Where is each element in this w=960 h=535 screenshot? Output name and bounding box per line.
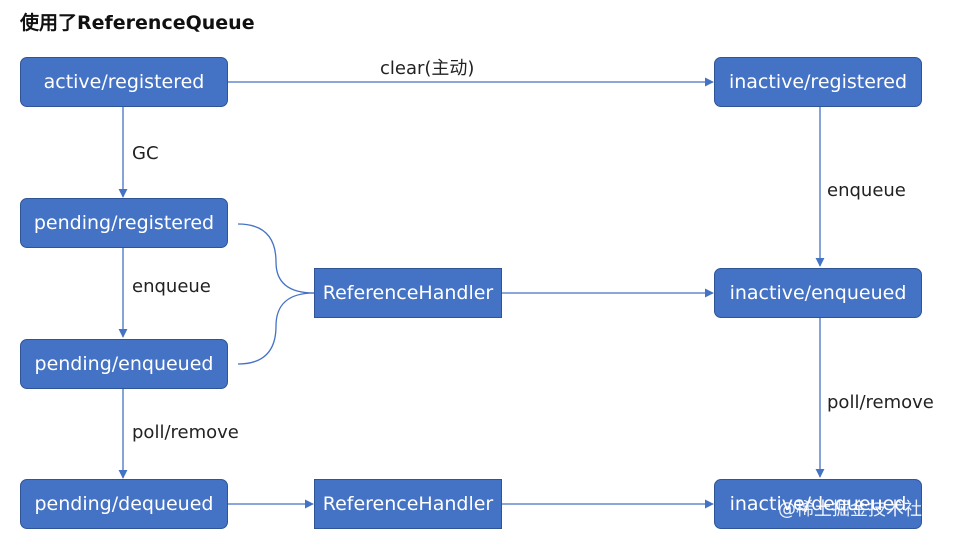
node-inactive-dequeued: inactive/dequeued	[714, 479, 922, 529]
edge-label-gc: GC	[132, 143, 159, 164]
edge-label-poll-remove-left: poll/remove	[132, 422, 239, 443]
brace-curve-upper	[237, 223, 315, 294]
edge-label-enqueue-right: enqueue	[827, 180, 906, 201]
node-reference-handler-top: ReferenceHandler	[314, 268, 502, 318]
node-pending-enqueued: pending/enqueued	[20, 339, 228, 389]
node-pending-dequeued: pending/dequeued	[20, 479, 228, 529]
node-active-registered: active/registered	[20, 57, 228, 107]
node-inactive-enqueued: inactive/enqueued	[714, 268, 922, 318]
diagram-title: 使用了ReferenceQueue	[20, 12, 255, 34]
node-pending-registered: pending/registered	[20, 198, 228, 248]
edge-label-clear: clear(主动)	[380, 58, 475, 79]
edge-label-enqueue-left: enqueue	[132, 276, 211, 297]
node-reference-handler-bottom: ReferenceHandler	[314, 479, 502, 529]
watermark: @稀土掘金技术社区	[778, 499, 940, 520]
node-inactive-registered: inactive/registered	[714, 57, 922, 107]
brace-curve-lower	[237, 292, 315, 365]
edge-label-poll-remove-right: poll/remove	[827, 392, 934, 413]
